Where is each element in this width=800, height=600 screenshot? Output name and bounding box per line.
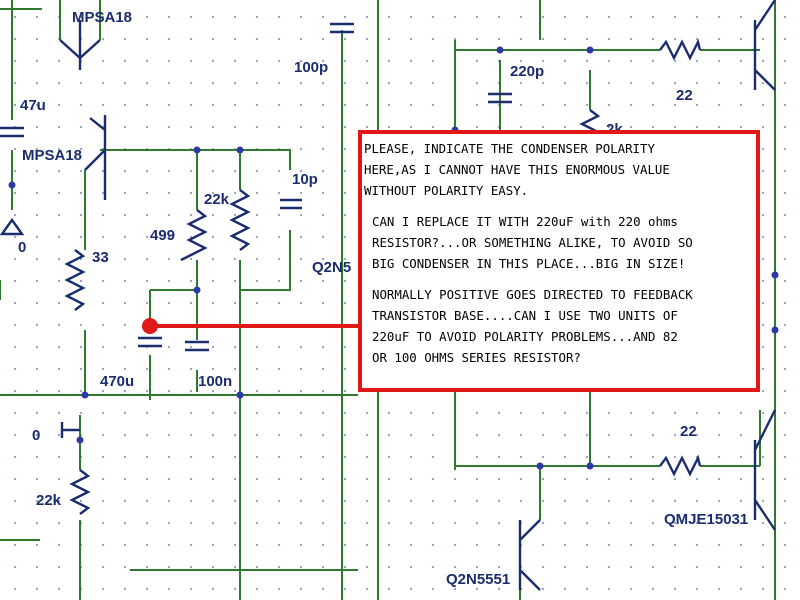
transistor-mpsa18-top	[59, 20, 101, 70]
label-22-top: 22	[676, 87, 693, 104]
resistor-22k-low	[69, 469, 91, 515]
label-100n: 100n	[198, 373, 232, 390]
resistor-22-top	[659, 38, 702, 61]
label-220p: 220p	[510, 63, 544, 80]
note-line: PLEASE, INDICATE THE CONDENSER POLARITY	[364, 141, 655, 156]
label-mpsa18-mid: MPSA18	[22, 147, 82, 164]
label-ground-0: 0	[18, 239, 26, 256]
label-47u: 47u	[20, 97, 46, 114]
label-q2n5551: Q2N5551	[446, 571, 510, 588]
label-22k-low: 22k	[36, 492, 62, 509]
transistor-q2n5551	[518, 519, 541, 591]
label-ground-0-lower: 0	[32, 427, 40, 444]
resistor-33	[64, 249, 86, 311]
note-line: HERE,AS I CANNOT HAVE THIS ENORMOUS VALU…	[364, 162, 670, 177]
note-line: WITHOUT POLARITY EASY.	[364, 183, 529, 198]
note-line: 220uF TO AVOID POLARITY PROBLEMS...AND 8…	[372, 329, 678, 344]
capacitor-470u	[138, 336, 162, 348]
transistor-mpsa18-mid	[84, 115, 107, 200]
resistor-22k-mid	[229, 189, 251, 251]
capacitor-100n	[185, 340, 209, 352]
label-22-bottom: 22	[680, 423, 697, 440]
note-line: BIG CONDENSER IN THIS PLACE...BIG IN SIZ…	[372, 256, 686, 271]
note-line: TRANSISTOR BASE....CAN I USE TWO UNITS O…	[372, 308, 678, 323]
capacitor-100p	[330, 22, 354, 34]
question-callout-box: PLEASE, INDICATE THE CONDENSER POLARITY …	[358, 130, 760, 392]
note-line: OR 100 OHMS SERIES RESISTOR?	[372, 350, 581, 365]
ground-0-lower-symbol	[60, 422, 80, 438]
resistor-22-bottom	[659, 454, 702, 477]
label-q2n5: Q2N5	[312, 259, 351, 276]
label-22k-mid: 22k	[204, 191, 230, 208]
note-line: NORMALLY POSITIVE GOES DIRECTED TO FEEDB…	[372, 287, 693, 302]
note-line: CAN I REPLACE IT WITH 220uF with 220 ohm…	[372, 214, 678, 229]
label-10p: 10p	[292, 171, 318, 188]
label-470u: 470u	[100, 373, 134, 390]
label-mpsa18-top: MPSA18	[72, 9, 132, 26]
note-line: RESISTOR?...OR SOMETHING ALIKE, TO AVOID…	[372, 235, 693, 250]
label-499: 499	[150, 227, 175, 244]
transistor-qmje15031	[753, 409, 777, 531]
label-100p: 100p	[294, 59, 328, 76]
transistor-upper-right	[753, 0, 776, 91]
capacitor-47u	[0, 126, 24, 138]
label-qmje15031: QMJE15031	[664, 511, 748, 528]
capacitor-220p	[488, 92, 512, 104]
ground-symbol	[0, 217, 25, 236]
label-33: 33	[92, 249, 109, 266]
capacitor-10p	[280, 198, 302, 210]
components	[0, 0, 777, 591]
resistor-499	[180, 209, 208, 262]
